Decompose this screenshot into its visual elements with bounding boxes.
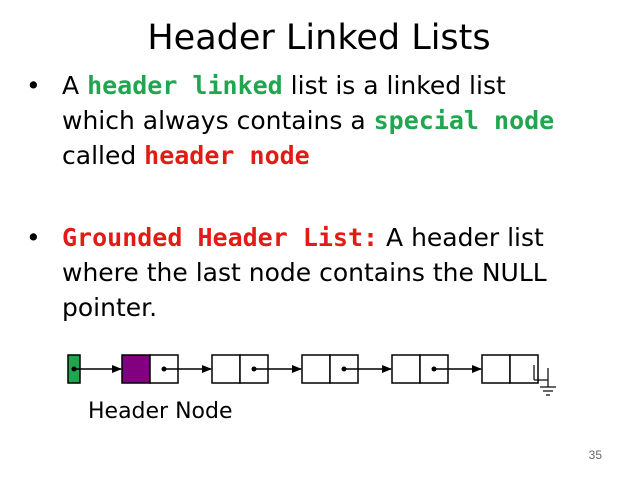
bullet-line: Grounded Header List: A header list xyxy=(62,220,626,255)
node-info-field xyxy=(121,354,151,384)
highlight-term: header linked xyxy=(87,71,283,100)
ground-icon xyxy=(533,365,556,396)
text-run: list is a linked list xyxy=(282,71,506,100)
node-info-field xyxy=(391,354,421,384)
node-info-field xyxy=(211,354,241,384)
text-run: A xyxy=(62,71,88,100)
bullet-header-linked-list: • A header linked list is a linked list … xyxy=(26,68,626,173)
slide-title: Header Linked Lists xyxy=(147,18,491,58)
node-info-field xyxy=(481,354,511,384)
text-run: A header list xyxy=(378,223,544,252)
highlight-term: Grounded Header List: xyxy=(62,223,379,252)
highlight-term: header node xyxy=(144,141,310,170)
bullet-grounded-header-list: • Grounded Header List: A header list wh… xyxy=(26,220,626,325)
text-run: pointer. xyxy=(62,293,158,322)
bullet-line: which always contains a special node xyxy=(62,103,626,138)
text-run: called xyxy=(62,141,145,170)
bullet-line: where the last node contains the NULL xyxy=(62,255,626,290)
header-node-caption: Header Node xyxy=(88,399,233,424)
last-node xyxy=(481,354,539,384)
bullet-line: pointer. xyxy=(62,290,626,325)
bullet-text: A header linked list is a linked list wh… xyxy=(62,68,626,173)
bullet-line: A header linked list is a linked list xyxy=(62,68,626,103)
list-node xyxy=(301,354,359,384)
bullet-marker: • xyxy=(26,71,41,100)
bullet-line: called header node xyxy=(62,138,626,173)
node-link-field xyxy=(509,354,539,384)
text-run: which always contains a xyxy=(62,106,374,135)
highlight-term: special node xyxy=(373,106,555,135)
slide-number: 35 xyxy=(588,448,602,462)
bullet-marker: • xyxy=(26,223,41,252)
text-run: where the last node contains the NULL xyxy=(62,258,547,287)
linked-list-diagram xyxy=(67,354,556,396)
bullet-text: Grounded Header List: A header list wher… xyxy=(62,220,626,325)
node-info-field xyxy=(301,354,331,384)
